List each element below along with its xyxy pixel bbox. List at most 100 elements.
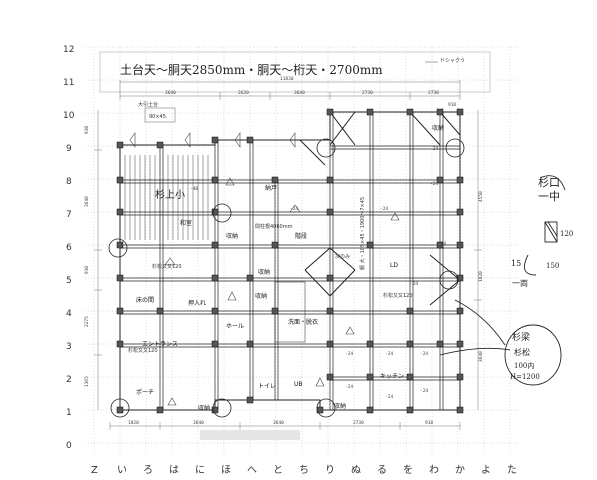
row-number: 3 <box>66 342 72 352</box>
dim-top: 2730 <box>362 90 373 96</box>
dim-left: 2275 <box>84 316 90 327</box>
beam-labels: -40 -24 -24 -24 -24 -24 -24 -24 -24 -24 … <box>190 146 446 400</box>
room-toire-label: トイレ <box>258 383 276 390</box>
dim-left: 910 <box>84 266 90 274</box>
row-number: 0 <box>66 441 72 451</box>
dim-top: 3640 <box>165 90 176 96</box>
gyoza-note: 杉松又又120 <box>383 292 413 299</box>
column-label: る <box>377 464 387 476</box>
column-posts <box>116 108 464 414</box>
room-tokonoma-label: 床の間 <box>136 296 154 304</box>
column-label: に <box>195 464 205 476</box>
dim-left: 3640 <box>84 196 90 207</box>
column-label: い <box>117 465 127 476</box>
dim-top: 910 <box>448 102 456 108</box>
dim-top: 2730 <box>428 90 439 96</box>
column-label: へ <box>247 465 257 476</box>
washitsu-hatching <box>124 155 209 240</box>
row-number: 6 <box>66 243 72 253</box>
handwritten-note: 120 <box>560 230 573 238</box>
beam-label: -24 <box>420 388 428 394</box>
room-shuno-label: 収納 <box>258 268 270 276</box>
beam-label: -24 <box>420 351 428 357</box>
handwritten-note: 杉松 <box>514 347 530 357</box>
row-number: 9 <box>66 144 72 154</box>
handwritten-note: 一中 <box>538 190 560 203</box>
handwritten-note: 150 <box>546 262 559 270</box>
beam-label: -24 <box>438 241 446 247</box>
row-number: 2 <box>66 375 72 385</box>
beam-label: -24 <box>430 146 438 152</box>
row-number: 10 <box>63 111 75 121</box>
column-label: た <box>507 464 517 476</box>
tokuma-note: 間柱根4060mm <box>255 223 293 230</box>
handwritten-note: 一両 <box>512 279 528 288</box>
handwritten-note: H=1200 <box>510 373 540 381</box>
kanban-note: 次のみ <box>335 253 350 260</box>
triangle-markers <box>129 132 400 406</box>
room-ld-label: LD <box>390 262 398 269</box>
room-nando-label: 納戸 <box>265 184 277 192</box>
dim-top: 2620 <box>238 90 249 96</box>
beam-label: -24 <box>345 351 353 357</box>
right-dimension-lines <box>474 110 482 410</box>
room-oshiire-label: 押入れ <box>188 299 206 307</box>
title-box <box>99 51 491 93</box>
left-dimension-lines <box>94 110 102 410</box>
dim-bottom: 3640 <box>273 420 284 426</box>
room-kitchen-label: キッチン <box>380 373 404 380</box>
dim-left: 1365 <box>84 376 90 387</box>
dim-top: 3640 <box>294 90 305 96</box>
handwritten-note: 杉口 <box>538 175 560 189</box>
row-number: 12 <box>63 45 74 55</box>
beam-label: -24 <box>345 384 353 390</box>
row-number-labels: 0 1 2 3 4 5 6 7 8 9 10 11 12 <box>63 45 75 451</box>
column-label: は <box>169 464 179 476</box>
handwritten-note: 杉梁 <box>512 331 530 343</box>
room-hall-label: ホール <box>226 323 244 330</box>
room-washitsu-label: 和室 <box>180 219 192 227</box>
dim-left: 910 <box>84 126 90 134</box>
room-porch-label: ポーチ <box>136 388 154 396</box>
column-label: か <box>455 464 465 476</box>
column-label: ろ <box>143 465 153 476</box>
circled-posts <box>108 138 465 418</box>
handwritten-note: 15 <box>511 259 521 268</box>
column-label: Z <box>91 465 98 476</box>
room-shuno-label: 収納 <box>226 232 238 240</box>
row-number: 11 <box>63 78 74 88</box>
dim-bottom: 3640 <box>193 420 204 426</box>
room-shuno-label: 収納 <box>255 292 267 300</box>
column-label: ほ <box>221 464 231 476</box>
room-entrance-label: エントランス <box>142 341 178 348</box>
legend-note: 90×45 <box>149 114 166 120</box>
legend-box <box>144 107 176 123</box>
column-label: ち <box>299 464 309 476</box>
handwritten-sketch <box>439 175 566 386</box>
kyuu-note: 杉松又又120 <box>128 347 158 354</box>
beam-label: -24 <box>290 206 298 212</box>
room-kaidan-label: 階段 <box>295 232 307 240</box>
row-number: 8 <box>66 177 72 187</box>
room-senmen-label: 洗面・脱衣 <box>288 318 318 326</box>
top-dimension-lines <box>119 80 461 100</box>
beam-spec: 鋼 大・105×45・1900～7×45 <box>359 197 366 270</box>
column-labels: Z い ろ は に ほ へ と ち り ぬ る を わ か よ た <box>91 464 517 476</box>
beam-label: -24 <box>385 351 393 357</box>
column-label: ぬ <box>351 464 361 476</box>
room-ub-label: UB <box>294 381 303 388</box>
dim-right: 3640 <box>478 351 484 362</box>
column-label: り <box>325 464 335 476</box>
legend-note: 大引土台 <box>138 101 158 108</box>
row-number: 7 <box>66 210 72 220</box>
row-number: 1 <box>66 408 72 418</box>
redacted-area <box>200 430 300 440</box>
column-label: を <box>403 464 413 476</box>
bottom-dimension-lines <box>109 422 461 430</box>
room-labels: 和室 納戸 収納 収納 階段 押入れ 床の間 収納 ホール 洗面・脱衣 UB ト… <box>136 124 444 412</box>
beam-label: -40 <box>190 186 198 192</box>
handwritten-note: 100内 <box>514 361 534 370</box>
dim-bottom: 910 <box>425 420 433 426</box>
dim-bottom: 1820 <box>128 420 139 426</box>
